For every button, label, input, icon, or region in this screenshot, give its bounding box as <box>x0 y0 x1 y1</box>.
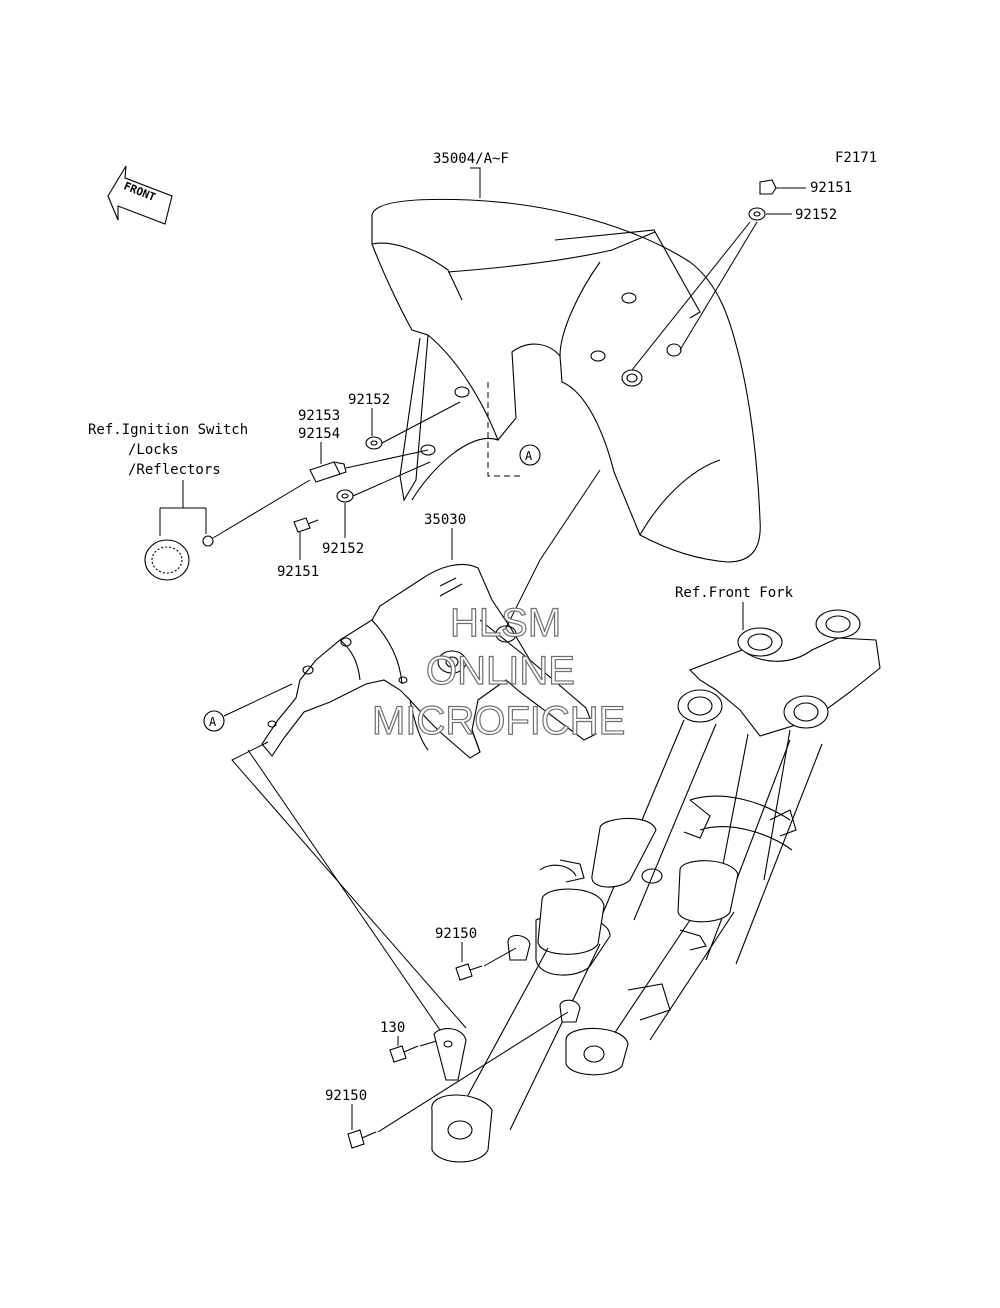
ref-front-fork: Ref.Front Fork <box>675 585 794 601</box>
bolt-92150-lower <box>347 1129 377 1149</box>
label-92150-lower: 92150 <box>325 1088 367 1104</box>
washer-92152-top <box>748 207 792 221</box>
bolt-92150-upper <box>455 963 483 981</box>
label-92151-top: 92151 <box>810 180 852 196</box>
fender-bracket <box>261 563 597 759</box>
spacer-92153 <box>309 461 347 483</box>
svg-text:A: A <box>525 449 533 463</box>
ref-ignition-switch: Ref.Ignition Switch <box>88 422 248 438</box>
ref-ignition-locks: /Locks <box>128 442 179 458</box>
washer-92152-mid <box>365 436 383 450</box>
bolt-130 <box>389 1045 419 1063</box>
label-92154: 92154 <box>298 426 340 442</box>
label-35004: 35004/A~F <box>433 151 509 167</box>
label-92153: 92153 <box>298 408 340 424</box>
bolt-92151-top <box>759 179 806 195</box>
label-92152-low: 92152 <box>322 541 364 557</box>
washer-92152-low <box>336 489 354 503</box>
bolt-92151-low <box>293 517 319 533</box>
label-92152-mid: 92152 <box>348 392 390 408</box>
callout-a-upper: A <box>519 444 541 466</box>
front-arrow-icon: FRONT <box>107 165 173 225</box>
reflector-nut-icon <box>202 535 214 547</box>
callout-a-lower: A <box>203 710 225 732</box>
watermark-line3: MICROFICHE <box>372 699 625 743</box>
label-92150-upper: 92150 <box>435 926 477 942</box>
svg-text:A: A <box>209 715 217 729</box>
label-130: 130 <box>380 1020 405 1036</box>
front-fender <box>371 198 761 563</box>
watermark: HLSM ONLINE MICROFICHE <box>371 600 626 743</box>
bracket-lower-mount <box>433 1028 467 1081</box>
label-35030: 35030 <box>424 512 466 528</box>
reflector-icon <box>144 539 190 581</box>
label-92151-low: 92151 <box>277 564 319 580</box>
ref-ignition-reflectors: /Reflectors <box>128 462 221 478</box>
front-fork <box>431 609 881 1163</box>
watermark-line1: HLSM <box>450 601 561 645</box>
watermark-line2: ONLINE <box>426 649 575 693</box>
label-92152-top: 92152 <box>795 207 837 223</box>
figure-code: F2171 <box>835 150 877 166</box>
